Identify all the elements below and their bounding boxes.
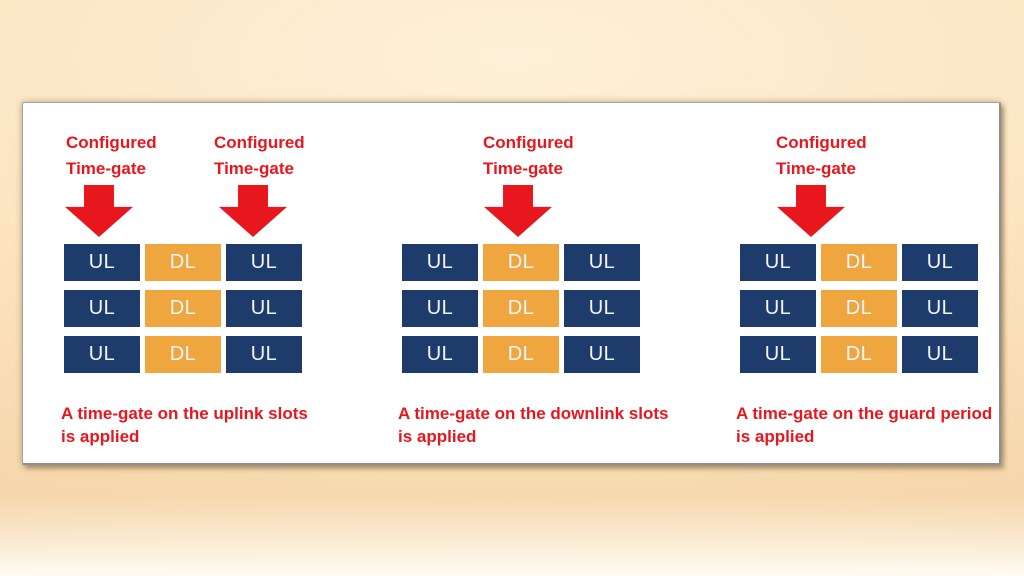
time-gate-label: Configured Time-gate — [214, 130, 305, 182]
diagram-card: Configured Time-gate Configured Time-gat… — [22, 102, 1001, 465]
slot-cell: UL — [740, 336, 816, 373]
time-gate-label: Configured Time-gate — [66, 130, 157, 182]
slot-grid: UL DL UL UL DL UL UL DL UL — [64, 244, 302, 373]
slot-cell: UL — [402, 336, 478, 373]
down-arrow-icon — [219, 185, 287, 237]
time-gate-label-line2: Time-gate — [483, 159, 563, 178]
slot-cell: UL — [226, 244, 302, 281]
panel-caption-line2: is applied — [61, 427, 140, 446]
panel-caption-line2: is applied — [398, 427, 477, 446]
panel-caption: A time-gate on the uplink slots is appli… — [61, 402, 308, 448]
slot-cell: UL — [564, 290, 640, 327]
panel-caption: A time-gate on the guard period is appli… — [736, 402, 992, 448]
slot-cell: DL — [821, 244, 897, 281]
slot-cell: UL — [64, 336, 140, 373]
slot-cell: UL — [64, 290, 140, 327]
slot-cell: UL — [902, 290, 978, 327]
slot-cell: DL — [145, 244, 221, 281]
down-arrow-icon — [777, 185, 845, 237]
down-arrow-icon — [65, 185, 133, 237]
slot-grid: UL DL UL UL DL UL UL DL UL — [402, 244, 640, 373]
time-gate-label-line1: Configured — [214, 133, 305, 152]
panel-caption: A time-gate on the downlink slots is app… — [398, 402, 668, 448]
slot-cell: DL — [483, 290, 559, 327]
time-gate-label-line1: Configured — [483, 133, 574, 152]
panel-caption-line1: A time-gate on the guard period — [736, 404, 993, 423]
slot-cell: UL — [564, 336, 640, 373]
slot-cell: DL — [145, 290, 221, 327]
down-arrow-icon — [484, 185, 552, 237]
slot-cell: UL — [226, 290, 302, 327]
time-gate-label: Configured Time-gate — [776, 130, 867, 182]
slot-cell: UL — [740, 290, 816, 327]
time-gate-label: Configured Time-gate — [483, 130, 574, 182]
slot-cell: UL — [402, 244, 478, 281]
slot-cell: UL — [226, 336, 302, 373]
time-gate-label-line2: Time-gate — [214, 159, 294, 178]
time-gate-label-line2: Time-gate — [66, 159, 146, 178]
slot-cell: UL — [564, 244, 640, 281]
slot-cell: DL — [483, 336, 559, 373]
slot-cell: DL — [821, 336, 897, 373]
slot-cell: UL — [902, 336, 978, 373]
panel-uplink-timegate: Configured Time-gate Configured Time-gat… — [59, 103, 361, 463]
panel-caption-line2: is applied — [736, 427, 815, 446]
slot-cell: UL — [402, 290, 478, 327]
slot-cell: DL — [821, 290, 897, 327]
slot-cell: UL — [740, 244, 816, 281]
slot-cell: UL — [64, 244, 140, 281]
slot-cell: DL — [145, 336, 221, 373]
panel-downlink-timegate: Configured Time-gate UL DL UL UL DL UL U… — [396, 103, 698, 463]
time-gate-label-line2: Time-gate — [776, 159, 856, 178]
slot-cell: DL — [483, 244, 559, 281]
panel-caption-line1: A time-gate on the uplink slots — [61, 404, 308, 423]
panel-guard-period-timegate: Configured Time-gate UL DL UL UL DL UL U… — [734, 103, 1024, 463]
time-gate-label-line1: Configured — [66, 133, 157, 152]
time-gate-label-line1: Configured — [776, 133, 867, 152]
panel-caption-line1: A time-gate on the downlink slots — [398, 404, 669, 423]
slot-grid: UL DL UL UL DL UL UL DL UL — [740, 244, 978, 373]
slot-cell: UL — [902, 244, 978, 281]
